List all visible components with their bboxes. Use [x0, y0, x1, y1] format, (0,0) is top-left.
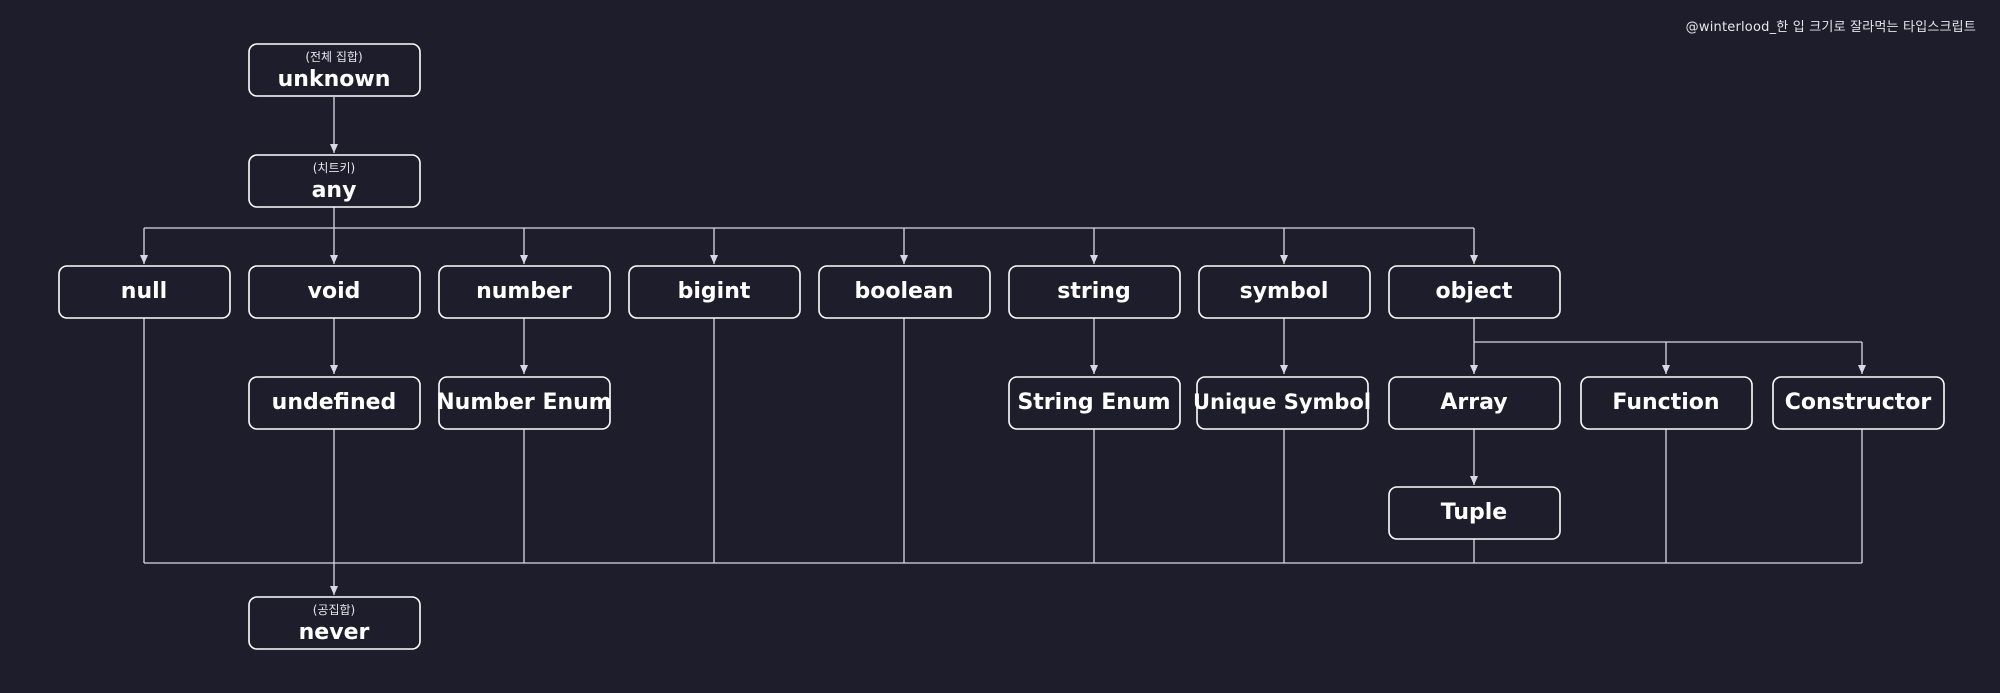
node-boolean[interactable]: boolean: [818, 265, 991, 319]
node-unknown-box: [248, 43, 421, 97]
node-void-box: [248, 265, 421, 319]
node-number-box: [438, 265, 611, 319]
node-symbol-box: [1198, 265, 1371, 319]
node-null-label: null: [121, 279, 167, 304]
node-object[interactable]: object: [1388, 265, 1561, 319]
node-number-enum[interactable]: Number Enum: [436, 376, 612, 430]
node-object-box: [1388, 265, 1561, 319]
nodes: (전체 집합) unknown (치트키) any null void numb…: [58, 43, 1945, 650]
node-void[interactable]: void: [248, 265, 421, 319]
node-bigint[interactable]: bigint: [628, 265, 801, 319]
node-null[interactable]: null: [58, 265, 231, 319]
node-bigint-box: [628, 265, 801, 319]
node-unknown-label: unknown: [278, 67, 391, 92]
node-unique-symbol[interactable]: Unique Symbol: [1193, 376, 1371, 430]
node-void-label: void: [308, 279, 361, 304]
node-symbol-label: symbol: [1240, 279, 1329, 304]
author-credit: @winterlood_한 입 크기로 잘라먹는 타입스크립트: [1685, 20, 1976, 35]
node-boolean-box: [818, 265, 991, 319]
node-never-sublabel: (공집합): [313, 603, 355, 617]
node-tuple-box: [1388, 486, 1561, 540]
node-string-enum[interactable]: String Enum: [1008, 376, 1181, 430]
node-any-label: any: [312, 178, 357, 203]
node-undefined[interactable]: undefined: [248, 376, 421, 430]
node-constructor-box: [1772, 376, 1945, 430]
node-undefined-label: undefined: [272, 390, 397, 415]
edges: [140, 97, 1866, 595]
node-symbol[interactable]: symbol: [1198, 265, 1371, 319]
node-unique-symbol-label: Unique Symbol: [1193, 390, 1371, 414]
node-null-box: [58, 265, 231, 319]
node-boolean-label: boolean: [855, 279, 954, 304]
node-object-label: object: [1436, 279, 1513, 304]
node-number-label: number: [476, 279, 572, 304]
node-tuple[interactable]: Tuple: [1388, 486, 1561, 540]
node-string-label: string: [1057, 279, 1130, 304]
node-array-label: Array: [1440, 390, 1507, 415]
node-string[interactable]: string: [1008, 265, 1181, 319]
node-string-enum-box: [1008, 376, 1181, 430]
node-any-sublabel: (치트키): [313, 161, 355, 175]
node-constructor-label: Constructor: [1785, 390, 1932, 415]
node-number[interactable]: number: [438, 265, 611, 319]
node-number-enum-box: [438, 376, 611, 430]
node-unknown-sublabel: (전체 집합): [305, 50, 362, 64]
node-never-box: [248, 596, 421, 650]
node-function-box: [1580, 376, 1753, 430]
node-undefined-box: [248, 376, 421, 430]
node-array[interactable]: Array: [1388, 376, 1561, 430]
node-constructor[interactable]: Constructor: [1772, 376, 1945, 430]
node-never[interactable]: (공집합) never: [248, 596, 421, 650]
node-tuple-label: Tuple: [1441, 500, 1507, 525]
node-any-box: [248, 154, 421, 208]
node-number-enum-label: Number Enum: [436, 390, 611, 415]
node-function-label: Function: [1612, 390, 1719, 415]
node-function[interactable]: Function: [1580, 376, 1753, 430]
node-bigint-label: bigint: [678, 279, 751, 304]
node-string-enum-label: String Enum: [1017, 390, 1170, 415]
node-unknown[interactable]: (전체 집합) unknown: [248, 43, 421, 97]
node-unique-symbol-box: [1196, 376, 1369, 430]
node-string-box: [1008, 265, 1181, 319]
node-any[interactable]: (치트키) any: [248, 154, 421, 208]
node-array-box: [1388, 376, 1561, 430]
node-never-label: never: [299, 620, 370, 645]
